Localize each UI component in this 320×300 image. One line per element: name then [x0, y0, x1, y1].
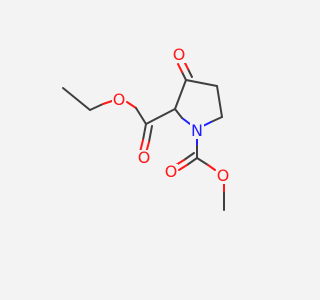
bond-ring-n-c2-n: [181, 117, 191, 125]
bond-carbamate-c-o-o: [207, 164, 216, 171]
bond-ketone-a: [181, 71, 187, 81]
bond-ester-o-segment: [102, 100, 113, 105]
bond-carbamate-c-o: [196, 157, 209, 166]
bond-ring-c2-c3: [174, 79, 187, 110]
bond-ester-carbonyl-a: [142, 123, 147, 141]
bond-ethyl-ch2-o: [89, 103, 104, 111]
atom-label-carbamate-ether-oxygen: O: [216, 166, 230, 185]
atom-label-ester-oxygen: O: [112, 90, 126, 109]
bond-carbamate-carbonyl-a-o: [178, 164, 188, 171]
molecule-drawing: [62, 60, 225, 211]
bond-ring-c5-n: [210, 116, 223, 123]
bond-carbamate-carbonyl-b: [183, 152, 195, 161]
structure-canvas: O O O N O O: [62, 45, 230, 211]
bond-ester-o-c-2: [135, 107, 147, 125]
bond-ketone-b: [187, 68, 193, 78]
bond-ring-c3-c4: [185, 79, 218, 87]
atom-label-ester-carbonyl-oxygen: O: [137, 148, 151, 167]
bond-ester-o-c: [126, 101, 137, 109]
bond-ring-n-c2: [174, 108, 183, 119]
bond-ethyl-ch3-ch2: [62, 87, 91, 111]
atom-label-carbamate-carbonyl-oxygen: O: [164, 162, 178, 181]
bond-ring-c5-n-n: [202, 121, 212, 127]
bond-ester-carbonyl-b: [148, 125, 153, 143]
bond-carbamate-carbonyl-a: [186, 157, 198, 166]
atom-label-ketone-oxygen: O: [172, 45, 186, 64]
bond-ketone-a-o: [177, 63, 183, 73]
bond-ester-c-ring-c2: [145, 108, 176, 125]
bond-ring-c4-c5: [216, 85, 223, 118]
atom-label-ring-nitrogen: N: [190, 121, 204, 140]
